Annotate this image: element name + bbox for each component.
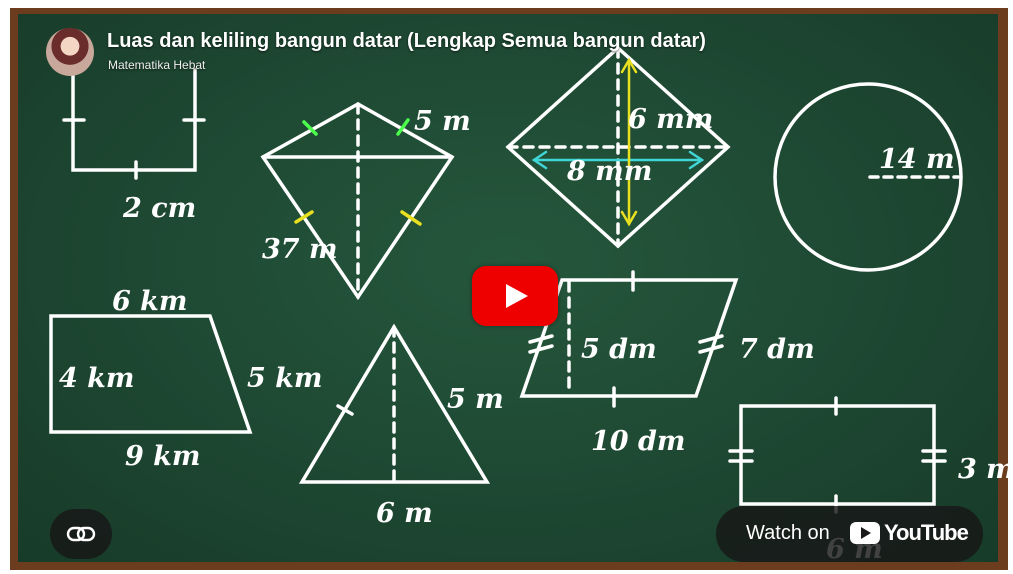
trapezoid-right-label: 5 km xyxy=(247,363,323,394)
watch-on-label: Watch on xyxy=(746,522,830,544)
rectangle-side-label: 3 m xyxy=(958,454,1013,485)
parallelogram-side-label: 7 dm xyxy=(739,334,815,365)
link-icon xyxy=(66,526,96,542)
youtube-wordmark: YouTube xyxy=(884,520,969,545)
channel-name[interactable]: Matematika Hebat xyxy=(108,58,206,72)
kite-bottom-side-label: 37 m xyxy=(262,234,338,265)
trapezoid-top-label: 6 km xyxy=(112,286,188,317)
parallelogram-shape xyxy=(519,270,739,408)
trapezoid-shape xyxy=(49,314,253,434)
channel-avatar[interactable] xyxy=(46,28,94,76)
triangle-base-label: 6 m xyxy=(376,498,433,529)
square-shape xyxy=(62,68,206,180)
square-side-label: 2 cm xyxy=(123,193,197,224)
triangle-shape xyxy=(298,323,491,484)
parallelogram-height-label: 5 dm xyxy=(581,334,657,365)
copy-link-button[interactable] xyxy=(50,509,112,559)
kite-shape xyxy=(260,101,455,301)
kite-top-side-label: 5 m xyxy=(414,106,471,137)
circle-shape xyxy=(773,82,963,272)
watch-on-youtube-button[interactable]: Watch on YouTube xyxy=(716,506,983,562)
trapezoid-left-label: 4 km xyxy=(59,363,135,394)
rhombus-vertical-label: 6 mm xyxy=(628,104,714,135)
triangle-side-label: 5 m xyxy=(447,384,504,415)
parallelogram-base-label: 10 dm xyxy=(591,426,686,457)
rectangle-shape xyxy=(728,396,947,514)
youtube-logo-icon xyxy=(850,522,880,544)
video-title[interactable]: Luas dan keliling bangun datar (Lengkap … xyxy=(107,30,706,52)
rhombus-horizontal-label: 8 mm xyxy=(567,156,653,187)
play-button[interactable] xyxy=(472,266,558,326)
circle-radius-label: 14 m xyxy=(879,144,955,175)
rhombus-shape xyxy=(505,45,731,249)
trapezoid-bottom-label: 9 km xyxy=(125,441,201,472)
